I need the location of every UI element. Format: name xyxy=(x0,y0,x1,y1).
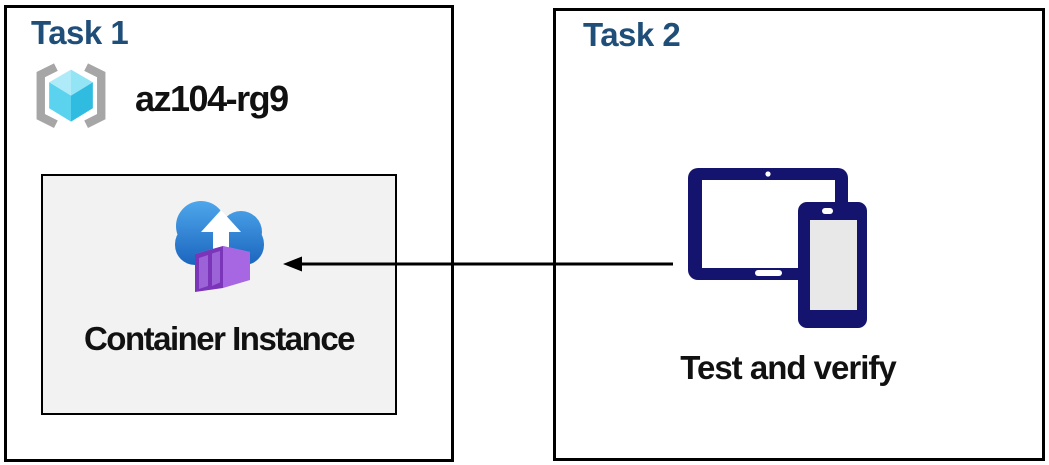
container-instance-card: Container Instance xyxy=(41,174,397,415)
devices-icon xyxy=(688,168,867,328)
test-verify-label: Test and verify xyxy=(680,349,896,386)
resource-group: az104-rg9 xyxy=(29,60,289,138)
container-instance-icon xyxy=(175,201,264,292)
task2-panel: Task 2 Test and verify xyxy=(553,8,1045,461)
resource-group-icon xyxy=(36,63,106,128)
task1-panel: Task 1 az104-rg9 xyxy=(4,5,454,462)
task1-title: Task 1 xyxy=(31,14,129,51)
container-instance-label: Container Instance xyxy=(83,320,356,357)
connector-arrow xyxy=(283,256,673,272)
resource-group-name: az104-rg9 xyxy=(135,78,289,119)
task2-title: Task 2 xyxy=(583,16,681,53)
